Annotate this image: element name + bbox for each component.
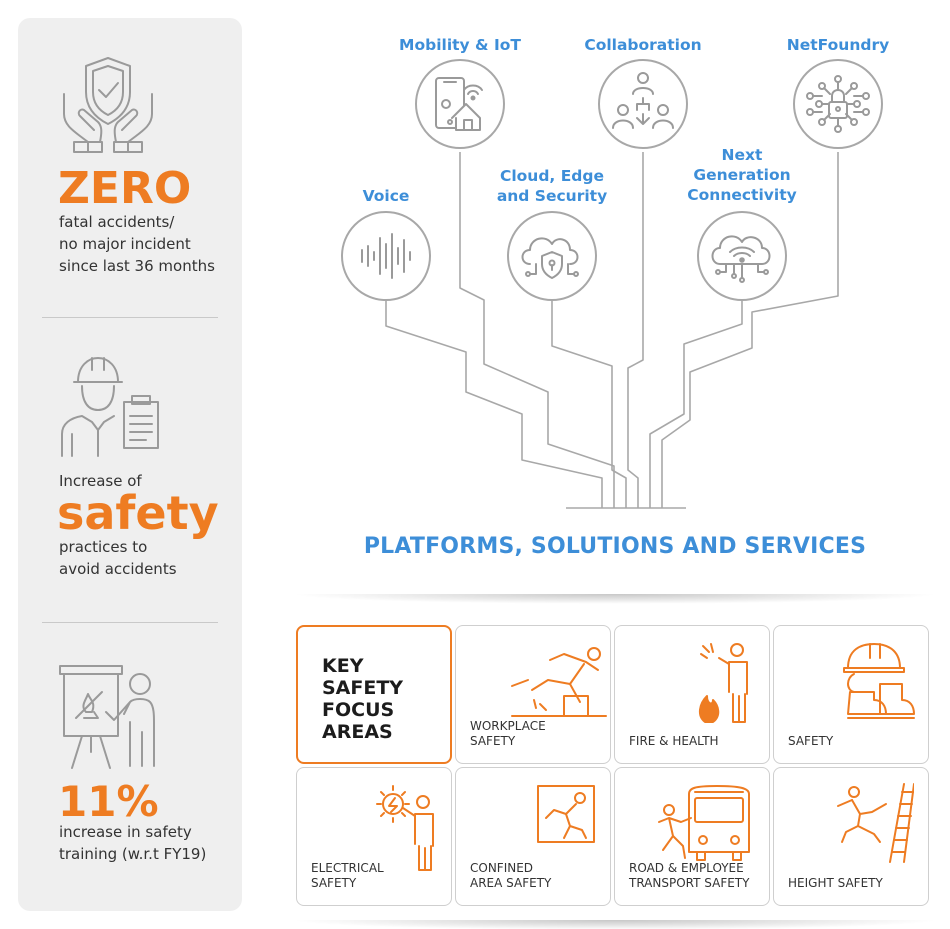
road-transport-cell: ROAD & EMPLOYEE TRANSPORT SAFETY (614, 767, 770, 906)
electrical-safety-cell: ELECTRICAL SAFETY (296, 767, 452, 906)
divider (42, 317, 218, 318)
node-label-netfoundry: NetFoundry (786, 36, 890, 54)
ladder-fall-icon (837, 783, 914, 863)
workplace-safety-label: WORKPLACE SAFETY (470, 719, 546, 748)
fire-health-label: FIRE & HEALTH (629, 734, 719, 748)
road-transport-label: ROAD & EMPLOYEE TRANSPORT SAFETY (629, 861, 750, 890)
fire-person-icon (699, 643, 748, 723)
height-safety-label: HEIGHT SAFETY (788, 876, 883, 890)
worker-clipboard-icon (58, 350, 162, 460)
safety-stat: safety (57, 486, 219, 540)
divider (42, 622, 218, 623)
general-safety-cell: SAFETY (773, 625, 929, 764)
panel-shadow (290, 920, 940, 929)
node-label-cloud-edge: Cloud, Edge and Security (496, 167, 608, 205)
people-network-icon (598, 59, 688, 149)
key-safety-title: KEY SAFETY FOCUS AREAS (322, 655, 404, 743)
bus-pedestrian-icon (658, 785, 750, 861)
helmet-boots-icon (843, 643, 915, 719)
panel-shadow (290, 594, 940, 604)
key-safety-title-cell: KEY SAFETY FOCUS AREAS (296, 625, 452, 764)
electrical-hazard-icon (376, 785, 434, 871)
electrical-safety-label: ELECTRICAL SAFETY (311, 861, 384, 890)
node-label-mobility: Mobility & IoT (399, 36, 521, 54)
fire-health-cell: FIRE & HEALTH (614, 625, 770, 764)
confined-space-icon (537, 785, 595, 843)
safety-stat-text: practices to avoid accidents (59, 538, 177, 578)
workplace-safety-cell: WORKPLACE SAFETY (455, 625, 611, 764)
platforms-title: PLATFORMS, SOLUTIONS AND SERVICES (363, 534, 867, 559)
zero-stat-text: fatal accidents/ no major incident since… (59, 213, 215, 275)
slip-fall-icon (511, 647, 607, 717)
cloud-shield-icon (507, 211, 597, 301)
training-stat-text: increase in safety training (w.r.t FY19) (59, 823, 207, 863)
height-safety-cell: HEIGHT SAFETY (773, 767, 929, 906)
connector-tree (385, 152, 839, 509)
sound-wave-icon (341, 211, 431, 301)
confined-area-label: CONFINED AREA SAFETY (470, 861, 552, 890)
training-presenter-icon (58, 662, 162, 770)
safety-grid: KEY SAFETY FOCUS AREAS WORKPLACE SAFETY … (296, 625, 932, 908)
confined-area-cell: CONFINED AREA SAFETY (455, 767, 611, 906)
smartphone-home-icon (415, 59, 505, 149)
node-label-collaboration: Collaboration (584, 36, 702, 54)
safety-stat-pre: Increase of (59, 472, 142, 490)
hands-shield-icon (58, 52, 158, 156)
training-stat: 11% (58, 777, 159, 826)
general-safety-label: SAFETY (788, 734, 834, 748)
zero-stat: ZERO (58, 163, 192, 214)
node-label-voice: Voice (362, 187, 410, 205)
cloud-wifi-icon (697, 211, 787, 301)
lock-network-icon (793, 59, 883, 149)
node-label-next-gen: Next Generation Connectivity (687, 146, 797, 204)
